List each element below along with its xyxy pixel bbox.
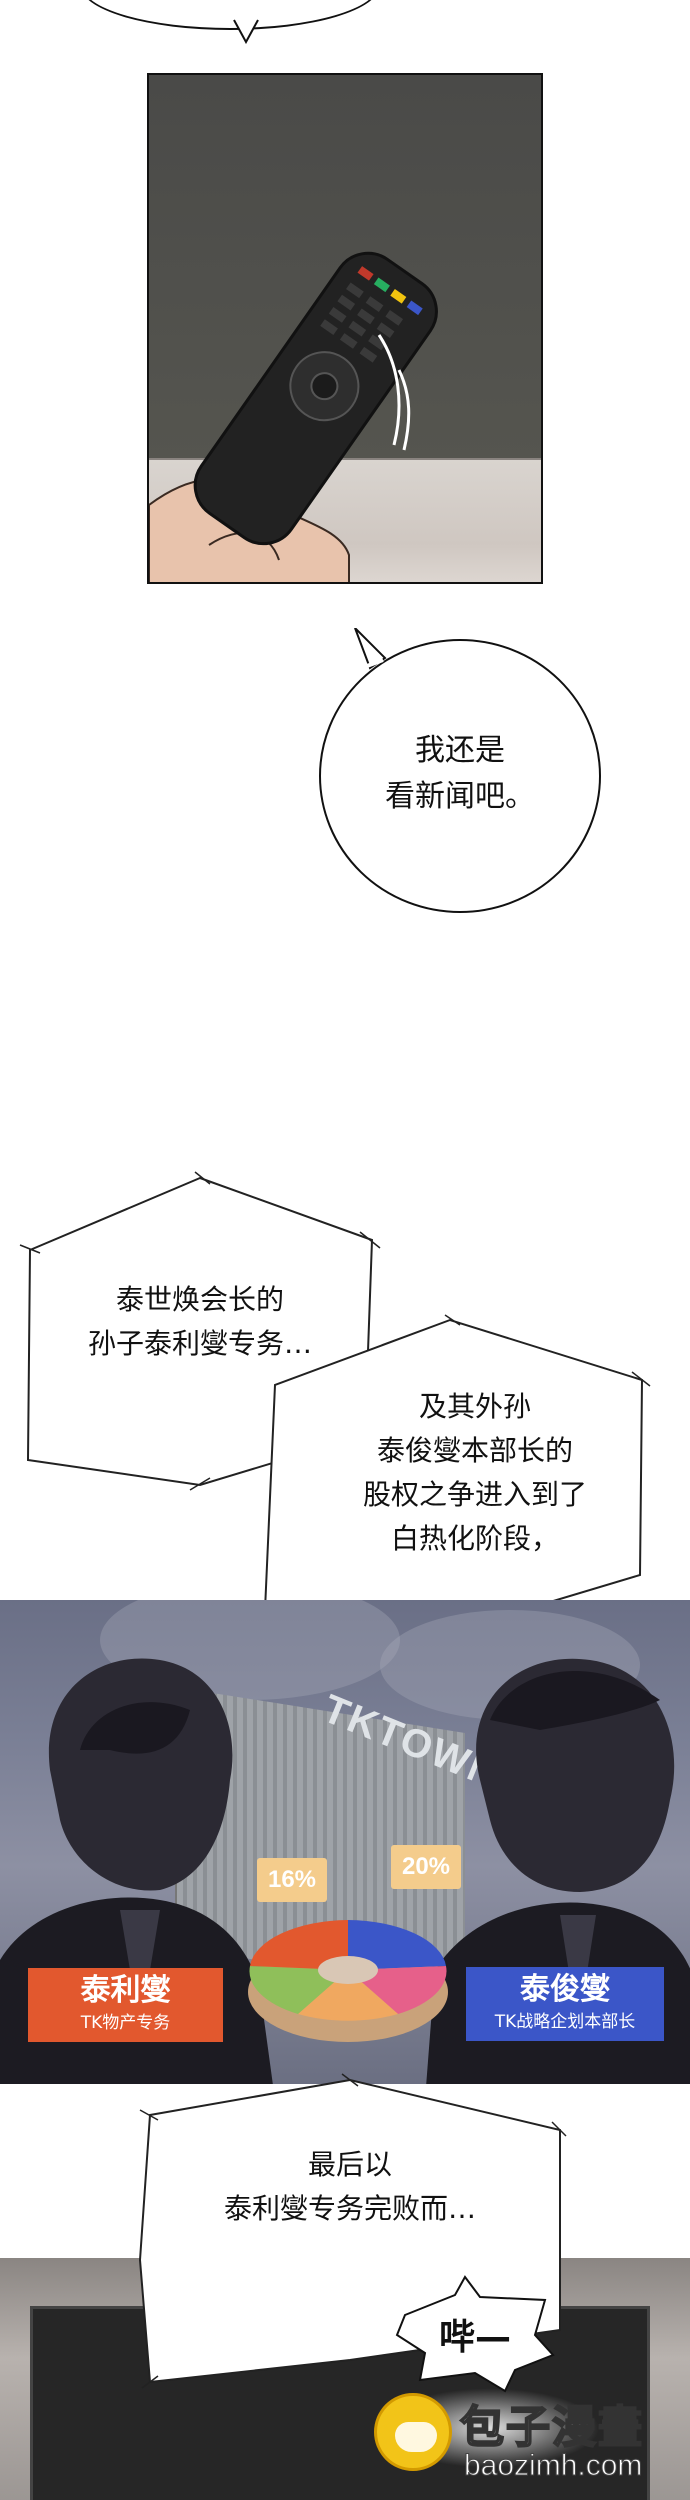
speech-bubble-top (80, 0, 380, 30)
caption-2-line-3: 股权之争进入到了 (362, 1478, 587, 1511)
caption-2-line-1: 及其外孙 (418, 1390, 531, 1423)
left-name: 泰利燮 (80, 1973, 171, 2008)
slice-red (250, 1920, 348, 1970)
news-bubble-text: 我还是 看新闻吧。 (315, 728, 605, 820)
caption-frames (19, 1171, 651, 1641)
shareholding-donut-chart (248, 1920, 448, 2042)
slice-orange-light (298, 1970, 398, 2021)
remote-illustration (149, 251, 438, 582)
watermark: 包子漫畫 baozimh.com (372, 2387, 690, 2500)
caption-3-text: 最后以 泰利燮专务完败而… (130, 2143, 570, 2231)
news-line-1: 我还是 (415, 733, 505, 768)
caption-1-line-2: 孙子泰利燮专务… (87, 1327, 312, 1360)
caption-1-text: 泰世焕会长的 孙子泰利燮专务… (40, 1278, 360, 1366)
caption-1-line-1: 泰世焕会长的 (115, 1283, 284, 1316)
left-name-box: 泰利燮 TK物产专务 (28, 1968, 223, 2042)
sfx-bubble (395, 2275, 555, 2393)
caption-2-line-2: 泰俊燮本部长的 (376, 1434, 573, 1467)
right-percent-tag: 20% (391, 1845, 461, 1889)
right-name: 泰俊燮 (520, 1972, 610, 2007)
watermark-url: baozimh.com (463, 2449, 643, 2483)
news-line-2: 看新闻吧。 (385, 779, 535, 814)
watermark-title: 包子漫畫 (459, 2401, 644, 2454)
speech-bubble-news (319, 628, 601, 913)
caption-2-line-4: 白热化阶段， (390, 1522, 559, 1555)
sfx-text: 哔— (438, 2317, 511, 2358)
bun-face-icon (395, 2422, 437, 2452)
slice-green (249, 1966, 348, 2014)
panel-shareholder-infographic: TKTOWN 16% 20% 泰利燮 TK物产专务 泰俊燮 TK战略企划本部长 (0, 1600, 690, 2084)
right-name-box: 泰俊燮 TK战略企划本部长 (466, 1967, 664, 2041)
caption-3-line-1: 最后以 (307, 2148, 392, 2181)
caption-2-text: 及其外孙 泰俊燮本部长的 股权之争进入到了 白热化阶段， (300, 1385, 650, 1561)
left-percent-tag: 16% (257, 1858, 327, 1902)
watermark-logo-icon (374, 2393, 452, 2471)
left-title: TK物产专务 (80, 2013, 171, 2033)
speech-bubble-tail (233, 19, 259, 44)
slice-pink (348, 1966, 447, 2014)
right-title: TK战略企划本部长 (494, 2012, 636, 2032)
panel-remote-control (147, 73, 543, 584)
caption-3-line-2: 泰利燮专务完败而… (223, 2192, 476, 2225)
slice-blue (348, 1920, 446, 1970)
